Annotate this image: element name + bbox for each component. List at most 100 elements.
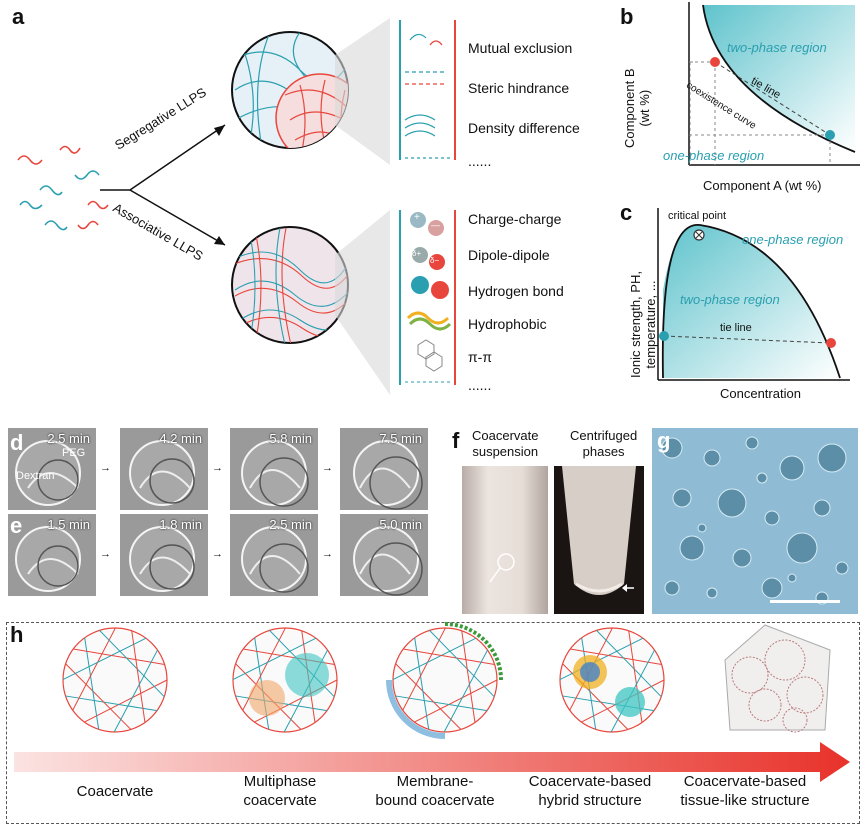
c-critical-label: critical point xyxy=(668,210,727,222)
scale-bar-e xyxy=(402,601,424,604)
segregative-mechanism: Density difference xyxy=(468,120,580,136)
minus-sign: — xyxy=(431,220,440,230)
panel-a-diagram xyxy=(17,18,456,395)
associative-mechanism: Charge-charge xyxy=(468,211,562,227)
dextran-label: Dextran xyxy=(16,470,55,482)
f-right-line1: Centrifuged xyxy=(570,428,638,443)
time-arrow-icon: → xyxy=(212,462,223,474)
droplet xyxy=(697,523,707,533)
droplet xyxy=(756,472,768,484)
panel-letter-h: h xyxy=(10,622,24,647)
coacervate-sphere xyxy=(232,627,338,733)
droplet xyxy=(835,561,849,575)
c-point-red xyxy=(826,338,836,348)
e-frame: 1.8 min xyxy=(120,514,208,596)
d-time: 7.5 min xyxy=(379,431,422,446)
c-ylabel-2: temperature, ... xyxy=(643,280,658,369)
b-one-phase: one-phase region xyxy=(663,148,765,163)
f-right-caption: Centrifuged phases xyxy=(570,428,637,460)
c-ylabel: Ionic strength, PH, temperature, ... xyxy=(628,271,658,378)
tie-line-b xyxy=(714,61,831,136)
stage-label: Membrane-bound coacervate xyxy=(350,772,520,810)
panel-h-frame xyxy=(6,622,860,824)
droplet xyxy=(717,488,747,518)
stage-line1: Coacervate-based xyxy=(528,773,652,790)
droplet xyxy=(672,488,692,508)
associative-mechanism: Hydrophobic xyxy=(468,316,547,332)
d-frame: 5.8 min xyxy=(230,428,318,510)
stage-label: Coacervate xyxy=(30,782,200,801)
time-arrow-icon: → xyxy=(100,462,111,474)
plus-sign: + xyxy=(414,212,420,223)
associative-mechanism: Hydrogen bond xyxy=(468,283,564,299)
droplet xyxy=(761,577,783,599)
panel-letter-f: f xyxy=(452,428,460,453)
panel-letter-a: a xyxy=(12,4,25,29)
associative-mechanism: Dipole-dipole xyxy=(468,247,550,263)
e-frame: 2.5 min xyxy=(230,514,318,596)
e-time: 1.5 min xyxy=(47,517,90,532)
c-one-phase: one-phase region xyxy=(742,232,844,247)
d-frame: 2.5 min xyxy=(8,428,96,510)
branch-line-bottom xyxy=(129,189,226,246)
phase-diagram-b xyxy=(688,2,860,166)
associative-mechanism: π-π xyxy=(468,349,492,365)
coexist-point-teal xyxy=(825,130,835,140)
droplet xyxy=(661,437,683,459)
progress-arrow xyxy=(14,742,850,782)
droplet xyxy=(786,532,818,564)
time-arrow-icon: → xyxy=(322,548,333,560)
segregative-mechanism: ...... xyxy=(468,153,492,169)
d-frame: 4.2 min xyxy=(120,428,208,510)
associative-mechanism: ...... xyxy=(468,377,492,393)
coacervate-sphere xyxy=(724,624,831,733)
panel-letter-b: b xyxy=(620,4,634,29)
panel-h-illustrations xyxy=(14,622,850,782)
f-left-caption: Coacervate suspension xyxy=(472,428,538,460)
stage-line2: tissue-like structure xyxy=(680,792,810,809)
e-time: 1.8 min xyxy=(159,517,202,532)
coexistence-curve xyxy=(702,4,856,153)
segregative-mechanism: Mutual exclusion xyxy=(468,40,573,56)
time-arrow-icon: → xyxy=(100,548,111,560)
c-tie-line-label: tie line xyxy=(720,322,752,334)
panel-letter-g: g xyxy=(657,428,671,453)
c-ylabel-1: Ionic strength, PH, xyxy=(628,271,643,378)
droplet xyxy=(764,510,780,526)
stage-line1: Coacervate xyxy=(76,783,154,800)
panel-letter-c: c xyxy=(620,200,633,225)
centrifuged-tube-photo xyxy=(554,466,644,614)
panel-letter-d: d xyxy=(10,430,24,455)
droplet xyxy=(732,548,752,568)
stage-line2: bound coacervate xyxy=(375,792,495,809)
e-frame: 5.0 min xyxy=(340,514,428,596)
stage-line1: Membrane- xyxy=(396,773,474,790)
e-time: 5.0 min xyxy=(379,517,422,532)
associative-circle xyxy=(231,226,349,344)
coacervate-sphere xyxy=(386,622,503,739)
b-ylabel-2: (wt %) xyxy=(637,89,652,127)
binodal-curve xyxy=(661,224,841,379)
coacervate-sphere xyxy=(62,627,168,733)
b-two-phase: two-phase region xyxy=(727,40,827,55)
segregative-mechanism: Steric hindrance xyxy=(468,80,570,96)
e-frame: 1.5 min xyxy=(8,514,96,596)
stage-line2: hybrid structure xyxy=(538,792,642,809)
d-time: 5.8 min xyxy=(269,431,312,446)
f-left-line2: suspension xyxy=(472,444,539,459)
e-time: 2.5 min xyxy=(269,517,312,532)
stage-line2: coacervate xyxy=(243,792,317,809)
droplet xyxy=(779,455,805,481)
stage-line1: Multiphase xyxy=(243,773,317,790)
c-two-phase: two-phase region xyxy=(680,292,780,307)
delta-plus: δ+ xyxy=(412,249,422,258)
droplet xyxy=(817,443,847,473)
stage-label: Coacervate-based hybrid structure xyxy=(505,772,675,810)
coexist-point-red xyxy=(710,57,720,67)
droplet-micrograph xyxy=(652,428,858,614)
stage-label: Multiphase coacervate xyxy=(195,772,365,810)
droplet xyxy=(813,499,831,517)
c-point-teal xyxy=(659,331,669,341)
panel-letter-e: e xyxy=(10,513,23,538)
